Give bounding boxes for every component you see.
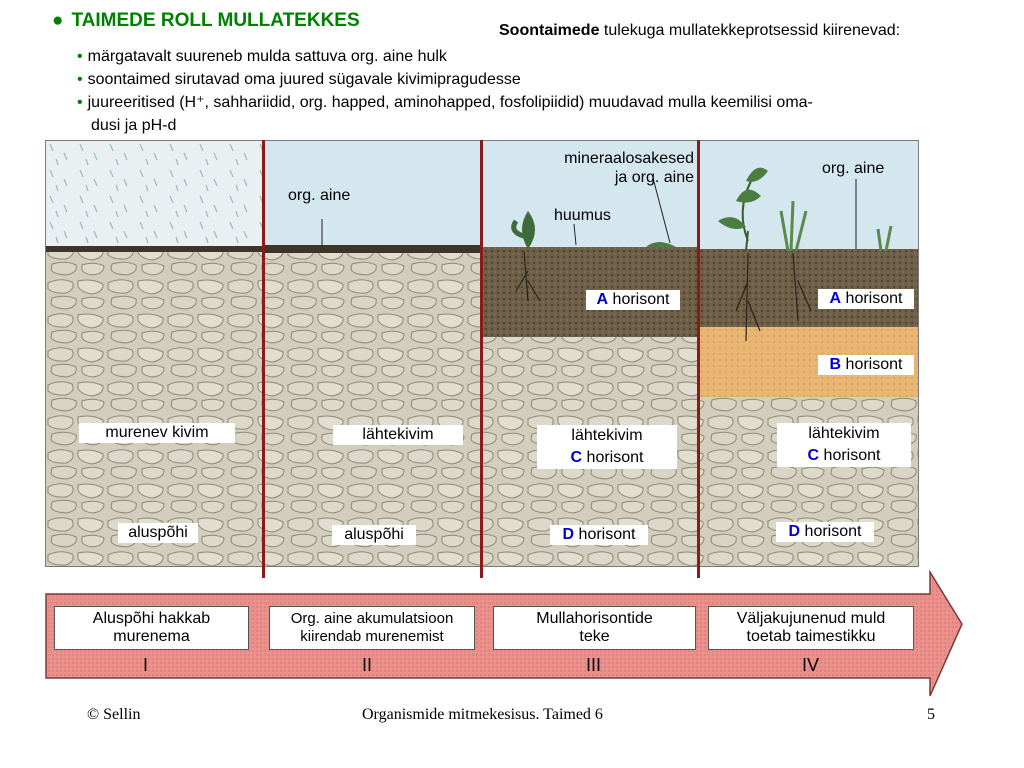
- horizon-letter: D: [562, 526, 575, 543]
- stage-number-2: II: [362, 655, 373, 675]
- bullet-text: soontaimed sirutavad oma juured sügavale…: [87, 71, 521, 88]
- bullet-list: •märgatavalt suureneb mulda sattuva org.…: [77, 45, 1007, 137]
- horizon-letter: D: [788, 523, 801, 540]
- bullet-text: märgatavalt suureneb mulda sattuva org. …: [87, 48, 447, 65]
- label-org-aine-4: org. aine: [822, 160, 885, 177]
- panel-divider: [697, 140, 700, 578]
- bullet-item: •soontaimed sirutavad oma juured sügaval…: [77, 68, 1007, 91]
- horizon-word: horisont: [800, 523, 862, 540]
- bullet-continuation: dusi ja pH-d: [91, 117, 177, 134]
- label-lahtekivim-c-3: lähtekivim C horisont: [537, 425, 677, 469]
- label-d-horisont-4: D horisont: [776, 522, 874, 542]
- label-c-horisont-4: C horisont: [777, 445, 911, 467]
- subtitle: Soontaimede tulekuga mullatekkeprotsessi…: [499, 22, 900, 40]
- footer-copyright: © Sellin: [87, 706, 141, 723]
- stage-line1: Aluspõhi hakkab: [92, 610, 211, 627]
- label-murenev-kivim: murenev kivim: [79, 423, 235, 443]
- label-mineraalosakesed-line2: ja org. aine: [614, 169, 694, 186]
- horizon-letter: C: [807, 447, 820, 464]
- label-lahtekivim-4: lähtekivim: [808, 425, 880, 442]
- label-lahtekivim-3: lähtekivim: [571, 427, 643, 444]
- stage-line2: toetab taimestikku: [746, 628, 876, 645]
- stage-line1: Org. aine akumulatsioon: [290, 610, 454, 627]
- title-text: TAIMEDE ROLL MULLATEKKES: [71, 10, 360, 31]
- label-a-horisont-3: A horisont: [586, 290, 680, 310]
- label-aluspohi-2: aluspõhi: [332, 525, 416, 545]
- horizon-letter: A: [596, 291, 609, 308]
- bullet-item: •märgatavalt suureneb mulda sattuva org.…: [77, 45, 1007, 68]
- horizon-letter: B: [829, 356, 842, 373]
- stage-line1: Väljakujunenud muld: [736, 610, 886, 627]
- panel-divider: [262, 140, 265, 578]
- panel-divider: [480, 140, 483, 578]
- horizon-word: horisont: [574, 526, 636, 543]
- horizon-word: horisont: [841, 290, 903, 307]
- label-huumus: huumus: [554, 207, 611, 224]
- label-mineraalosakesed: mineraalosakesed ja org. aine: [526, 149, 694, 187]
- label-lahtekivim-2: lähtekivim: [333, 425, 463, 445]
- horizon-letter: A: [829, 290, 842, 307]
- slide-title: ● TAIMEDE ROLL MULLATEKKES: [52, 10, 360, 32]
- soil-diagram: murenev kivim aluspõhi org. aine lähteki…: [45, 140, 919, 567]
- timeline-stage-4: Väljakujunenud muld toetab taimestikku: [708, 606, 914, 650]
- subtitle-rest: tulekuga mullatekkeprotsessid kiirenevad…: [599, 22, 901, 39]
- label-lahtekivim-c-4: lähtekivim C horisont: [777, 423, 911, 467]
- bullet-dot: •: [77, 48, 83, 65]
- timeline-stage-2: Org. aine akumulatsioon kiirendab murene…: [269, 606, 475, 650]
- bullet-text: juureeritised (H⁺, sahhariidid, org. hap…: [87, 94, 813, 111]
- horizon-word: horisont: [841, 356, 903, 373]
- horizon-letter: C: [570, 449, 583, 466]
- horizon-word: horisont: [819, 447, 881, 464]
- title-bullet: ●: [52, 10, 64, 31]
- label-d-horisont-3: D horisont: [550, 525, 648, 545]
- bullet-item: •juureeritised (H⁺, sahhariidid, org. ha…: [77, 91, 1007, 114]
- stage-number-4: IV: [802, 655, 820, 675]
- stage-line2: kiirendab murenemist: [300, 628, 444, 645]
- subtitle-bold: Soontaimede: [499, 22, 600, 39]
- bullet-dot: •: [77, 71, 83, 88]
- timeline-stage-1: Aluspõhi hakkab murenema: [54, 606, 249, 650]
- stage-line1: Mullahorisontide: [536, 610, 653, 627]
- label-aluspohi-1: aluspõhi: [118, 523, 198, 543]
- horizon-word: horisont: [582, 449, 644, 466]
- horizon-word: horisont: [608, 291, 670, 308]
- stage-line2: teke: [579, 628, 610, 645]
- label-a-horisont-4: A horisont: [818, 289, 914, 309]
- label-c-horisont-3: C horisont: [537, 447, 677, 469]
- label-org-aine-2: org. aine: [288, 187, 351, 204]
- stage-line2: murenema: [113, 628, 190, 645]
- label-b-horisont-4: B horisont: [818, 355, 914, 375]
- footer-page-number: 5: [927, 706, 935, 723]
- stage-number-1: I: [143, 655, 149, 675]
- footer-course-title: Organismide mitmekesisus. Taimed 6: [362, 706, 603, 723]
- stage-number-3: III: [586, 655, 602, 675]
- label-mineraalosakesed-line1: mineraalosakesed: [564, 150, 694, 167]
- timeline-stage-3: Mullahorisontide teke: [493, 606, 696, 650]
- bullet-dot: •: [77, 94, 83, 111]
